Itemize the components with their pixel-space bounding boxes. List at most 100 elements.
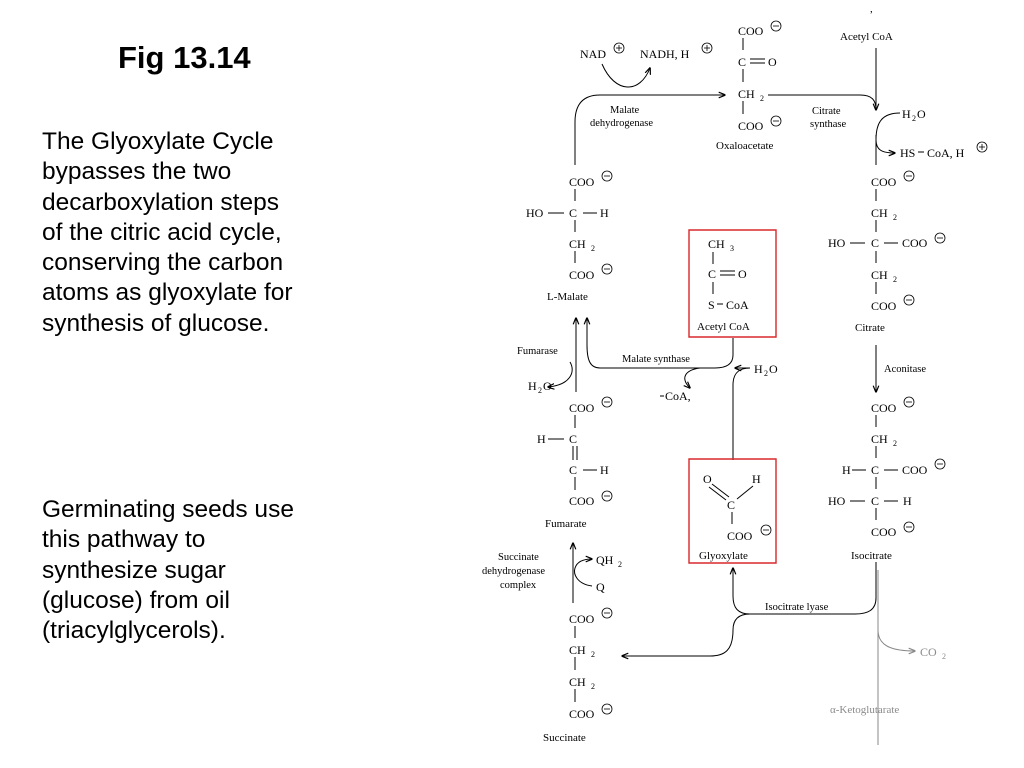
- diagram-text: COO: [727, 529, 753, 543]
- diagram-text: dehydrogenase: [482, 566, 545, 577]
- glyoxylate-structure: O H C COO Glyoxylate: [699, 472, 771, 562]
- diagram-text: 2: [893, 275, 897, 284]
- diagram-text: COO: [871, 175, 897, 189]
- description-paragraph: The Glyoxylate Cycle bypasses the two de…: [42, 127, 412, 339]
- diagram-text: C: [727, 498, 735, 512]
- diagram-text: COO: [902, 463, 928, 477]
- diagram-text: 2: [893, 439, 897, 448]
- co2-release-arrow: [878, 630, 915, 651]
- diagram-text: COO: [569, 707, 595, 721]
- paragraph-line: decarboxylation steps: [42, 188, 279, 216]
- diagram-text: Citrate: [812, 106, 841, 117]
- positive-charge-icon: [702, 43, 712, 53]
- negative-charge-icon: [904, 397, 914, 407]
- paragraph-line: The Glyoxylate Cycle: [42, 128, 274, 155]
- diagram-text: CoA, H: [927, 146, 965, 160]
- diagram-text: 2: [591, 650, 595, 659]
- diagram-text: CH: [871, 268, 888, 282]
- diagram-text: COO: [738, 24, 764, 38]
- diagram-text: synthase: [810, 119, 847, 130]
- acetyl-coa-top-label: Acetyl CoA: [840, 31, 893, 43]
- diagram-text: H: [754, 362, 763, 376]
- diagram-text: HO: [526, 206, 544, 220]
- diagram-text: C: [871, 236, 879, 250]
- negative-charge-icon: [602, 397, 612, 407]
- diagram-text: COO: [569, 612, 595, 626]
- diagram-text: Isocitrate lyase: [765, 602, 829, 613]
- diagram-text: COO: [871, 299, 897, 313]
- coa-leaving-arrow: [685, 368, 700, 388]
- negative-charge-icon: [935, 233, 945, 243]
- fumarate-label: Fumarate: [545, 518, 587, 530]
- diagram-text: Succinate: [498, 552, 539, 563]
- negative-charge-icon: [761, 525, 771, 535]
- paragraph-line: conserving the carbon: [42, 249, 284, 277]
- paragraph-line: atoms as glyoxylate for: [42, 279, 293, 307]
- negative-charge-icon: [602, 264, 612, 274]
- diagram-text: COO: [871, 401, 897, 415]
- diagram-text: complex: [500, 580, 537, 591]
- diagram-text: 2: [538, 386, 542, 395]
- diagram-text: H: [600, 206, 609, 220]
- nad-cofactor-arrow: [602, 64, 650, 87]
- diagram-text: O: [703, 472, 712, 486]
- diagram-text: C: [708, 267, 716, 281]
- diagram-text: O: [769, 362, 778, 376]
- diagram-text: Malate: [610, 105, 639, 116]
- diagram-text: CH: [871, 432, 888, 446]
- diagram-text: CH: [738, 87, 755, 101]
- diagram-text: Malate synthase: [622, 354, 690, 365]
- paragraph-line: Germinating seeds use: [42, 496, 294, 523]
- negative-charge-icon: [904, 171, 914, 181]
- alpha-ketoglutarate-label: α-Ketoglutarate: [830, 704, 899, 716]
- citrate-synthase-side-arrow: [876, 113, 900, 153]
- diagram-text: COO: [569, 175, 595, 189]
- diagram-text: O: [738, 267, 747, 281]
- diagram-text: COO: [871, 525, 897, 539]
- diagram-text: CoA,: [665, 389, 691, 403]
- diagram-text: H: [537, 432, 546, 446]
- positive-charge-icon: [614, 43, 624, 53]
- diagram-text: CO: [920, 645, 937, 659]
- negative-charge-icon: [771, 116, 781, 126]
- malate-synthase-arrow: [587, 318, 733, 368]
- diagram-text: H: [903, 494, 912, 508]
- succinate-structure: COO CH 2 CH 2 COO Succinate: [543, 608, 612, 744]
- diagram-text: NAD: [580, 47, 606, 61]
- diagram-text: 3: [730, 244, 734, 253]
- paragraph-line: synthesize sugar: [42, 556, 226, 584]
- qh2-cofactor-arrow: [575, 559, 592, 586]
- slide-title: Fig 13.14: [118, 40, 251, 75]
- diagram-text: H: [528, 379, 537, 393]
- paragraph-line: synthesis of glucose.: [42, 309, 270, 337]
- diagram-text: O: [768, 55, 777, 69]
- paragraph-line: of the citric acid cycle,: [42, 218, 282, 246]
- isocitrate-label: Isocitrate: [851, 550, 892, 562]
- diagram-text: HS: [900, 146, 915, 160]
- diagram-text: CH: [569, 675, 586, 689]
- diagram-text: CH: [569, 237, 586, 251]
- succinate-label: Succinate: [543, 732, 586, 744]
- diagram-text: 2: [591, 682, 595, 691]
- malate-to-oxaloacetate-arrow: [575, 95, 725, 165]
- negative-charge-icon: [602, 171, 612, 181]
- negative-charge-icon: [935, 459, 945, 469]
- negative-charge-icon: [904, 295, 914, 305]
- diagram-text: Aconitase: [884, 364, 926, 375]
- paragraph-line: (triacylglycerols).: [42, 617, 226, 645]
- diagram-text: C: [871, 463, 879, 477]
- diagram-text: COO: [569, 268, 595, 282]
- paragraph-line: this pathway to: [42, 526, 206, 554]
- diagram-text: H: [842, 463, 851, 477]
- diagram-text: NADH, H: [640, 47, 690, 61]
- malate-label: L-Malate: [547, 291, 588, 303]
- diagram-text: dehydrogenase: [590, 118, 653, 129]
- diagram-text: 2: [618, 560, 622, 569]
- diagram-text: H: [600, 463, 609, 477]
- diagram-text: CH: [569, 643, 586, 657]
- diagram-text: H: [752, 472, 761, 486]
